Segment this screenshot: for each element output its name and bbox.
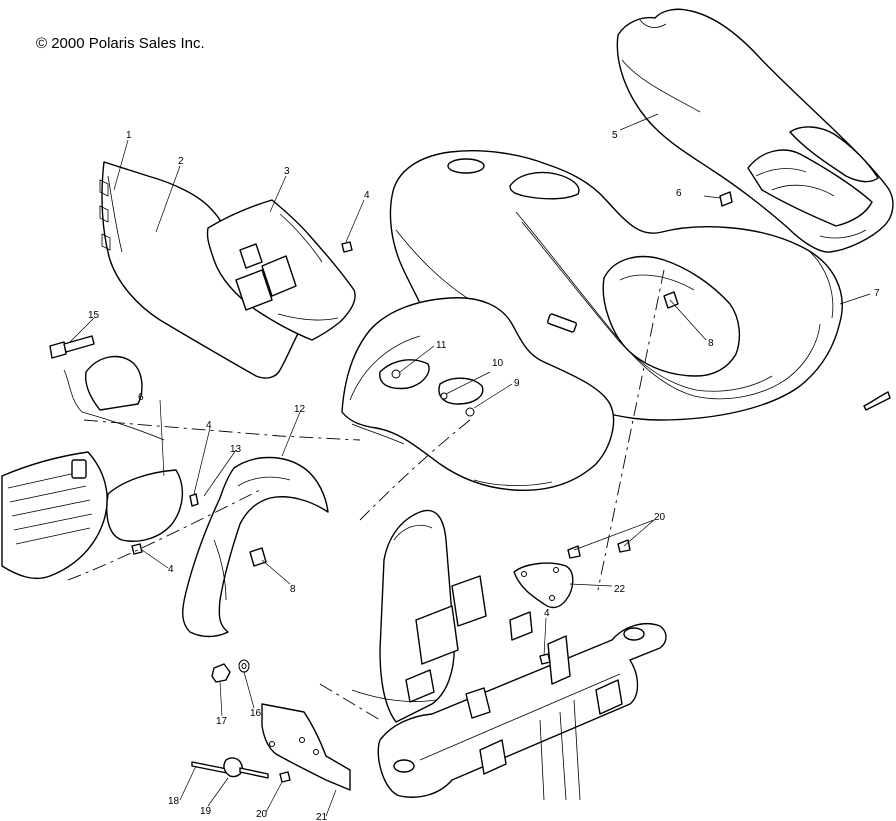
fender-flap-part	[182, 456, 329, 638]
callout-16: 16	[250, 708, 262, 719]
callout-20-lower: 20	[256, 809, 268, 820]
callout-11: 11	[436, 340, 447, 351]
callout-4-right: 4	[544, 608, 550, 619]
fasteners	[49, 191, 733, 783]
callout-10: 10	[492, 358, 504, 369]
callout-18: 18	[168, 796, 180, 807]
callout-15: 15	[88, 310, 100, 321]
callout-6-left: 6	[138, 392, 144, 403]
callout-7: 7	[874, 288, 880, 299]
bracket-part	[513, 562, 574, 609]
bolt-15	[49, 341, 67, 359]
callout-12: 12	[294, 404, 306, 415]
callout-21: 21	[316, 812, 328, 821]
callout-13: 13	[230, 444, 242, 455]
callout-20-right: 20	[654, 512, 666, 523]
callout-1: 1	[126, 130, 132, 141]
seat-part	[616, 8, 894, 253]
callout-6: 6	[676, 188, 682, 199]
callout-17: 17	[216, 716, 228, 727]
callout-labels: 1 2 3 4 5 6 7 8 9 10 11 12 13 4 15 6 4 8…	[88, 130, 880, 821]
callout-8: 8	[708, 338, 714, 349]
callout-4-left: 4	[206, 420, 212, 431]
leader-lines	[69, 113, 871, 817]
front-fender-part	[341, 297, 615, 491]
callout-3: 3	[284, 166, 290, 177]
footwell-panel-part	[206, 199, 356, 341]
callout-4-lower: 4	[168, 564, 174, 575]
callout-19: 19	[200, 806, 212, 817]
copyright-notice: © 2000 Polaris Sales Inc.	[36, 35, 205, 52]
callout-8-lower: 8	[290, 584, 296, 595]
callout-22: 22	[614, 584, 626, 595]
footrest-part	[1, 355, 183, 580]
frame-part	[351, 509, 667, 801]
callout-4: 4	[364, 190, 370, 201]
callout-5: 5	[612, 130, 618, 141]
callout-9: 9	[514, 378, 520, 389]
callout-2: 2	[178, 156, 184, 167]
alignment-lines	[67, 269, 665, 721]
mud-flap-part	[261, 703, 351, 791]
